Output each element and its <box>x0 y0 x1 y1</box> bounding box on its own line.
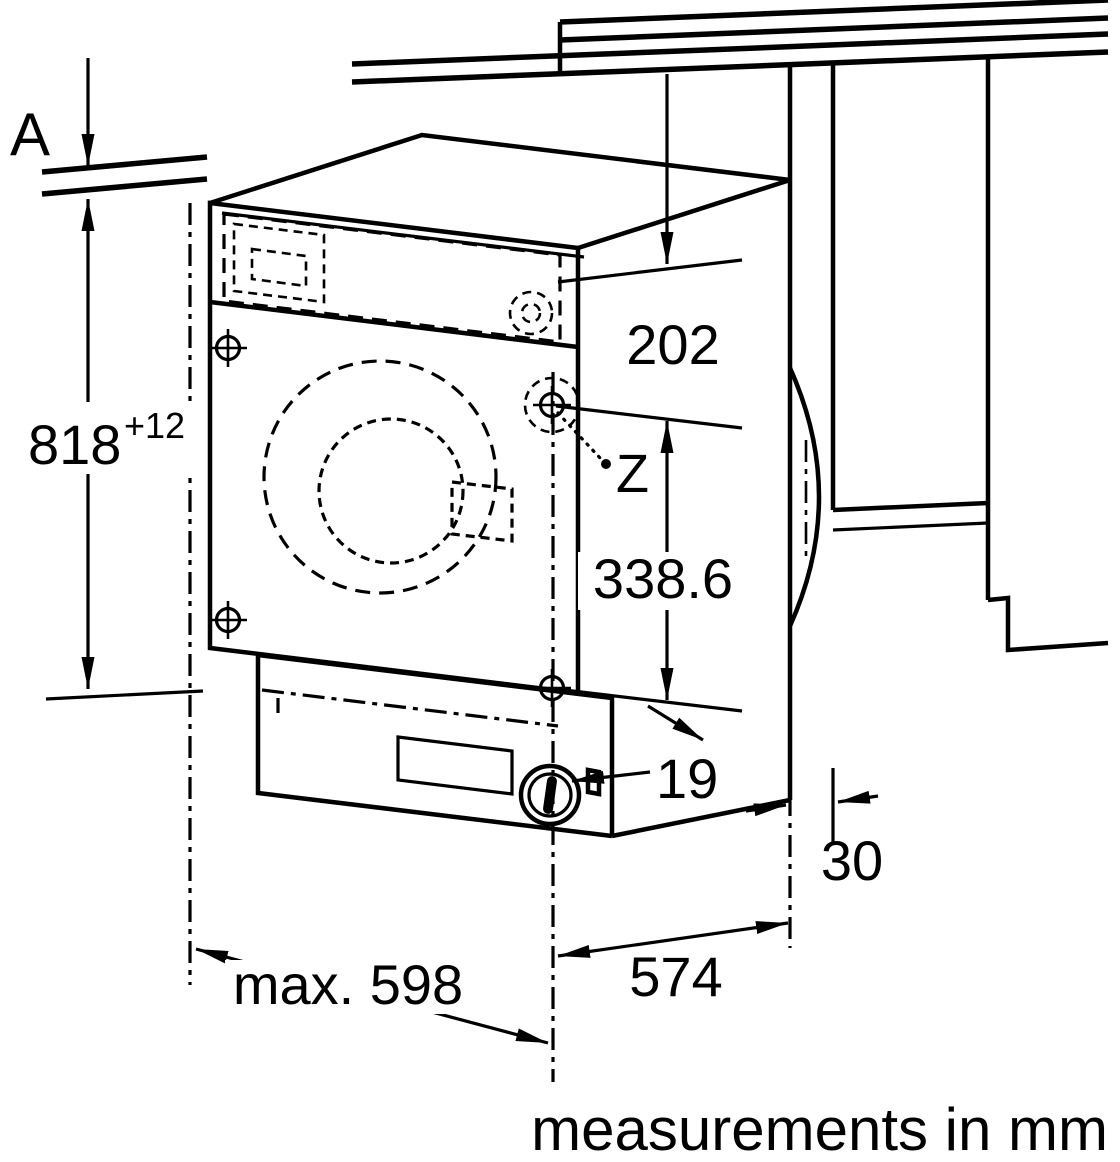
adjacent-cabinet-lines <box>830 56 1109 653</box>
dim-label-202: 202 <box>626 313 719 376</box>
dimension-front-offset <box>571 770 651 784</box>
units-note: measurements in mm <box>531 1096 1108 1162</box>
dim-label-worktop-gap: A <box>10 101 50 168</box>
dim-label-niche-height-tolerance: +12 <box>124 405 185 446</box>
screw-hole <box>533 669 571 707</box>
drain-knob <box>518 763 582 827</box>
dim-label-niche-height: 818 <box>28 413 121 476</box>
door-handle <box>450 480 514 543</box>
niche-centerlines <box>188 203 559 1082</box>
service-flap <box>396 735 514 796</box>
dimension-depth <box>557 630 792 958</box>
front-face <box>207 200 581 696</box>
control-panel <box>222 212 562 344</box>
door-inner-circle <box>317 417 465 565</box>
hinge-point-marker <box>556 411 611 469</box>
dimension-top-to-hinge <box>557 74 743 284</box>
dim-label-max-598: max. 598 <box>233 953 463 1016</box>
top-face <box>209 132 791 251</box>
base-outline <box>255 652 615 839</box>
program-knob-center <box>520 302 542 324</box>
control-panel-band <box>222 212 562 344</box>
panel-seam <box>209 299 579 350</box>
door-outer-circle <box>262 359 498 595</box>
washing-machine-outline <box>207 66 793 839</box>
screw-hole-hinge <box>523 376 581 434</box>
worktop-lines <box>41 0 1109 197</box>
dimension-door-protrusion <box>745 768 879 842</box>
dim-label-338-6: 338.6 <box>593 547 733 610</box>
dim-label-z: Z <box>616 444 649 504</box>
screw-holes <box>209 329 581 707</box>
dim-label-19: 19 <box>656 747 718 810</box>
screw-hole <box>209 329 247 367</box>
dim-label-574: 574 <box>629 945 722 1008</box>
porthole-door <box>262 359 514 595</box>
detergent-drawer <box>232 222 326 304</box>
label-mask <box>578 552 748 610</box>
detergent-drawer-inner <box>250 247 308 288</box>
label-mask <box>225 960 473 1014</box>
label-mask <box>18 402 200 474</box>
plinth-details <box>396 735 602 827</box>
screw-hole <box>209 601 247 639</box>
door-bulge <box>787 367 822 627</box>
power-button <box>585 767 602 797</box>
dim-label-30: 30 <box>821 829 883 892</box>
program-knob-outline <box>508 290 554 336</box>
